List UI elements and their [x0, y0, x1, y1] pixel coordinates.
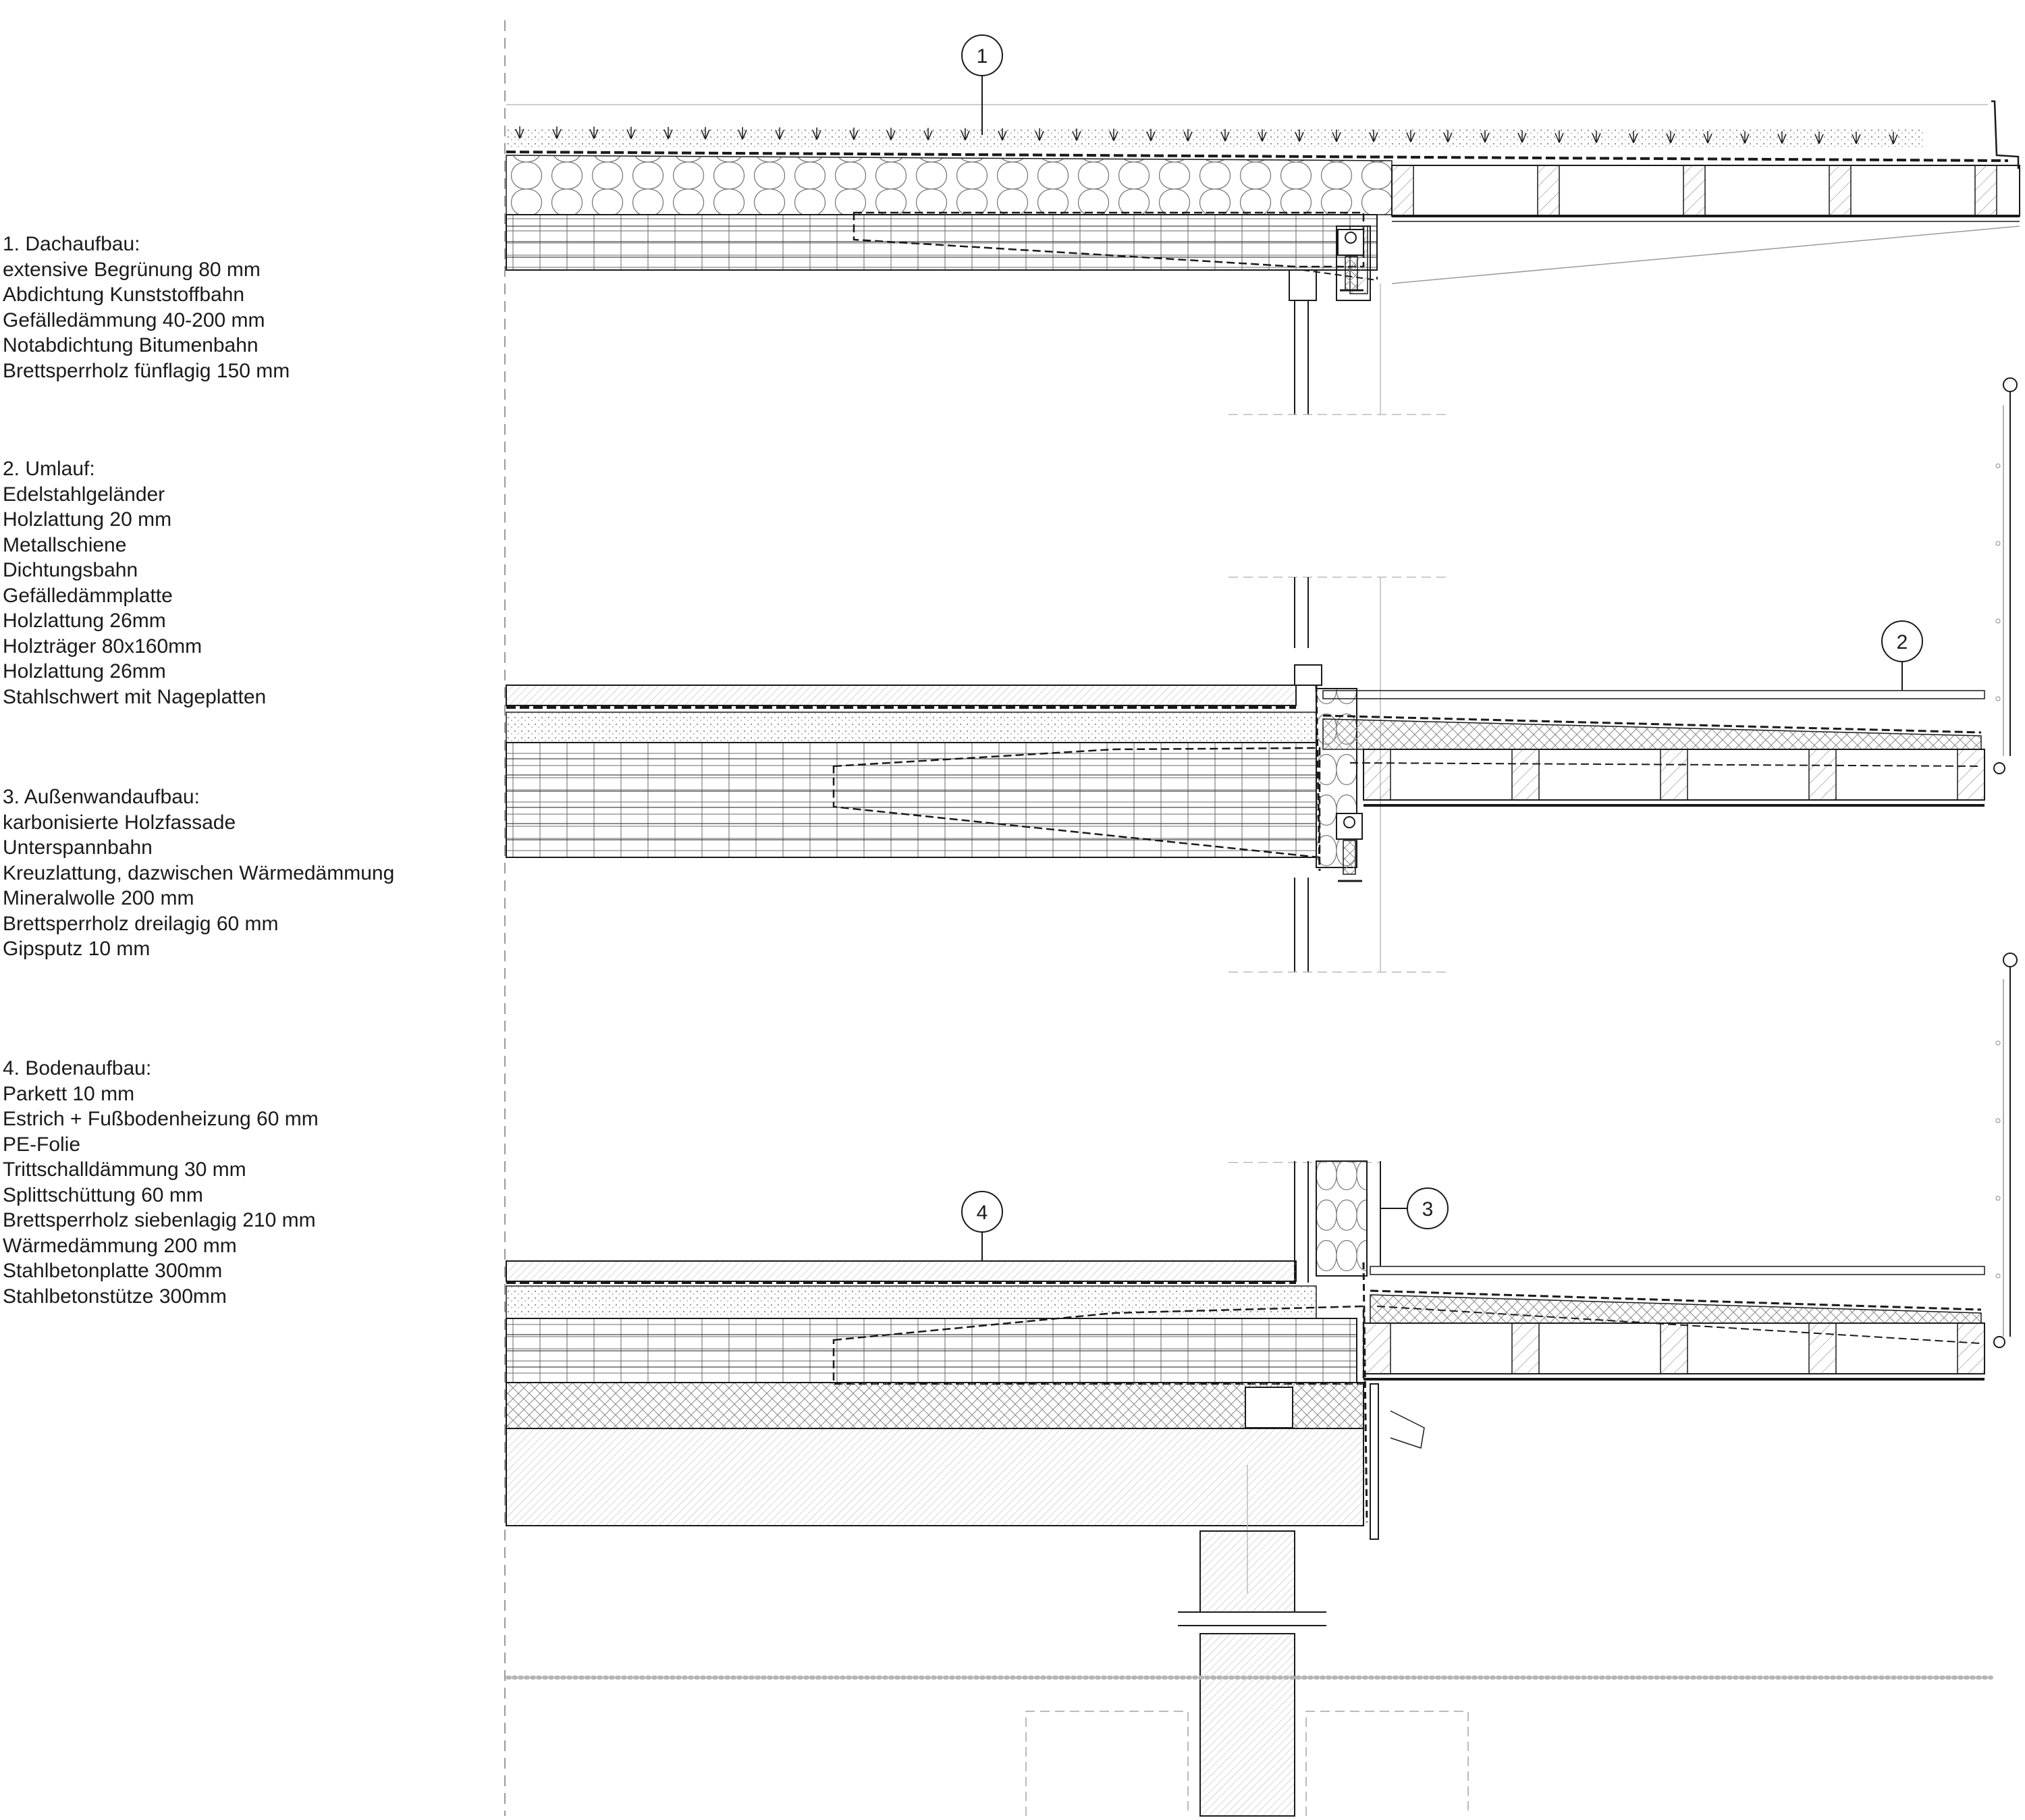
middle-floor-section: [506, 577, 2005, 973]
legend-bodenaufbau: 4. Bodenaufbau: Parkett 10 mm Estrich + F…: [3, 1056, 502, 1309]
callout-4: 4: [961, 1191, 1003, 1261]
callout-label: 4: [977, 1202, 988, 1224]
callout-label: 2: [1897, 631, 1908, 653]
legend-item: Brettsperrholz fünflagig 150 mm: [3, 359, 290, 382]
legend-item: Stahlbetonstütze 300mm: [3, 1285, 227, 1308]
legend-item: Stahlbetonplatte 300mm: [3, 1260, 223, 1282]
legend-item: Edelstahlgeländer: [3, 483, 165, 506]
legend-list: Parkett 10 mm Estrich + Fußbodenheizung 6…: [3, 1081, 502, 1310]
legend-item: Splittschüttung 60 mm: [3, 1183, 203, 1206]
legend-item: extensive Begrünung 80 mm: [3, 258, 261, 281]
roof-section: [506, 100, 2020, 415]
legend-item: PE-Folie: [3, 1133, 81, 1156]
legend-item: Gefälledämmung 40-200 mm: [3, 309, 265, 331]
railing-icon: [1995, 953, 2018, 1337]
legend-item: Holzlattung 20 mm: [3, 508, 172, 531]
legend-item: Abdichtung Kunststoffbahn: [3, 284, 245, 306]
legend-title: 2. Umlauf:: [3, 458, 95, 480]
legend-item: Holzträger 80x160mm: [3, 635, 202, 658]
legend-item: Trittschalldämmung 30 mm: [3, 1158, 246, 1181]
legend-aussenwandaufbau: 3. Außenwandaufbau: karbonisierte Holzfa…: [3, 784, 502, 962]
callout-label: 3: [1422, 1198, 1434, 1221]
legend-title: 4. Bodenaufbau:: [3, 1057, 152, 1079]
railing-icon: [1995, 377, 2018, 756]
legend-item: Wärmedämmung 200 mm: [3, 1234, 237, 1257]
legend-item: Brettsperrholz siebenlagig 210 mm: [3, 1209, 316, 1231]
callout-2: 2: [1881, 620, 1923, 691]
legend-title: 3. Außenwandaufbau:: [3, 786, 200, 808]
legend-title: 1. Dachaufbau:: [3, 233, 140, 255]
legend-item: Gipsputz 10 mm: [3, 938, 151, 960]
legend-item: Metallschiene: [3, 533, 127, 556]
ground-floor-section: [506, 1160, 2005, 1817]
callout-3: 3: [1380, 1187, 1449, 1229]
legend-item: Holzlattung 26mm: [3, 610, 166, 632]
legend-dachaufbau: 1. Dachaufbau: extensive Begrünung 80 mm…: [3, 232, 502, 383]
legend-item: Estrich + Fußbodenheizung 60 mm: [3, 1108, 319, 1130]
callout-label: 1: [977, 45, 988, 68]
legend-item: Unterspannbahn: [3, 836, 153, 859]
legend-list: extensive Begrünung 80 mm Abdichtung Kuns…: [3, 257, 502, 384]
legend-item: Gefälledämmplatte: [3, 584, 173, 607]
callout-1: 1: [961, 34, 1003, 135]
legend-item: Stahlschwert mit Nageplatten: [3, 685, 267, 708]
legend-item: Mineralwolle 200 mm: [3, 887, 194, 909]
legend-item: Kreuzlattung, dazwischen Wärmedämmung: [3, 861, 395, 884]
legend-item: Notabdichtung Bitumenbahn: [3, 334, 259, 356]
legend-item: Dichtungsbahn: [3, 559, 138, 581]
legend-item: Brettsperrholz dreilagig 60 mm: [3, 912, 279, 935]
legend-item: karbonisierte Holzfassade: [3, 811, 236, 834]
legend-item: Parkett 10 mm: [3, 1082, 135, 1105]
legend-item: Holzlattung 26mm: [3, 660, 166, 682]
